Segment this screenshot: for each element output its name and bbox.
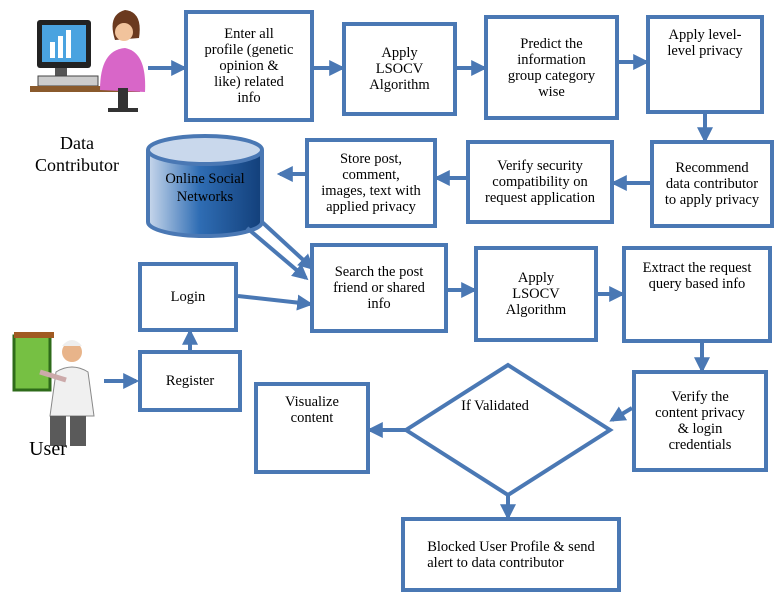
verify-security-box: Verify security compatibility on request…	[466, 140, 614, 224]
computer-user-icon	[30, 10, 146, 112]
presenter-icon	[12, 332, 95, 446]
verify-content-box: Verify the content privacy & login crede…	[632, 370, 768, 472]
enter-profile-box: Enter all profile (genetic opinion & lik…	[184, 10, 314, 122]
database-label: Online Social Networks	[165, 171, 245, 205]
user-label: User	[29, 438, 67, 460]
arrow-db-to-search-1	[245, 226, 309, 281]
if-validated-diamond	[402, 362, 614, 498]
apply-level-privacy-box: Apply level- level privacy	[646, 15, 764, 114]
predict-information-box: Predict the information group category w…	[484, 15, 619, 120]
blocked-user-box: Blocked User Profile & send alert to dat…	[401, 517, 621, 592]
recommend-box: Recommend data contributor to apply priv…	[650, 140, 774, 228]
search-post-box: Search the post friend or shared info	[310, 243, 448, 333]
arrow-login-to-search	[237, 294, 314, 311]
decision-label: If Validated	[461, 398, 529, 414]
arrow-db-to-search-2	[260, 220, 315, 271]
store-post-box: Store post, comment, images, text with a…	[305, 138, 437, 228]
arrow-verifycontent-to-diamond	[609, 406, 634, 422]
online-social-networks-database	[146, 134, 264, 238]
login-box: Login	[138, 262, 238, 332]
apply-lsocv-algorithm-box-1: Apply LSOCV Algorithm	[342, 22, 457, 116]
apply-lsocv-algorithm-box-2: Apply LSOCV Algorithm	[474, 246, 598, 342]
data-contributor-label: Data Contributor	[35, 133, 119, 175]
extract-request-box: Extract the request query based info	[622, 246, 772, 343]
register-box: Register	[138, 350, 242, 412]
visualize-content-box: Visualize content	[254, 382, 370, 474]
